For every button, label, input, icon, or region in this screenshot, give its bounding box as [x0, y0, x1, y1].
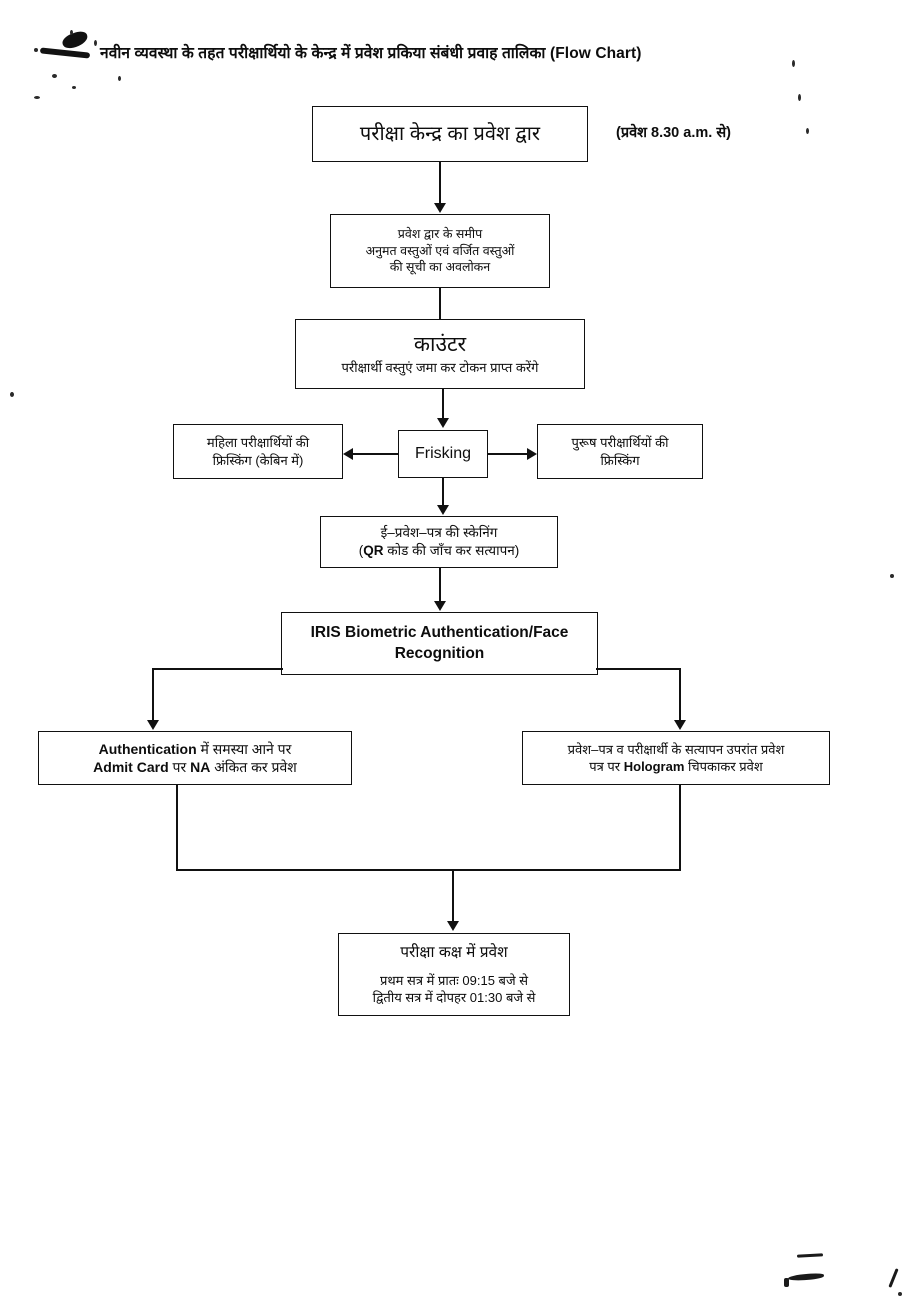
entry-time-note: (प्रवेश 8.30 a.m. से)	[616, 125, 731, 141]
node-verification-success[interactable]: प्रवेश–पत्र व परीक्षार्थी के सत्यापन उपर…	[522, 731, 830, 785]
frisking-label: Frisking	[414, 445, 471, 463]
success-line-1: प्रवेश–पत्र व परीक्षार्थी के सत्यापन उपर…	[567, 741, 785, 757]
connector-frisking-to-female	[353, 453, 398, 455]
arrow-biometric-to-success	[674, 720, 686, 730]
connector-checklist-to-counter	[439, 288, 441, 320]
failure-bold-admit-card: Admit Card	[93, 759, 169, 775]
pen-mark-dash	[796, 1253, 824, 1258]
scan-artifact-speck-1	[34, 48, 38, 52]
connector-frisking-to-scanning	[442, 478, 444, 506]
exam-hall-heading: परीक्षा कक्ष में प्रवेश	[400, 943, 508, 961]
node-authentication-failure[interactable]: Authentication में समस्या आने पर Admit C…	[38, 731, 352, 785]
arrow-counter-to-frisking	[437, 418, 449, 428]
scanning-line-2-rest: कोड की जाँच कर सत्यापन)	[383, 543, 520, 558]
scan-artifact-smear	[39, 47, 91, 59]
scan-artifact-speck-right-2	[798, 94, 801, 101]
connector-success-merge-drop	[679, 785, 681, 871]
connector-failure-merge-drop	[176, 785, 178, 871]
failure-line-1: Authentication में समस्या आने पर	[99, 740, 292, 758]
success-bold-hologram: Hologram	[623, 759, 685, 774]
arrow-entry-to-checklist	[434, 203, 446, 213]
connector-scanning-to-biometric	[439, 568, 441, 602]
failure-bold-authentication: Authentication	[98, 740, 197, 757]
arrow-frisking-to-male	[527, 448, 537, 460]
failure-line-2: Admit Card पर NA अंकित कर प्रवेश	[93, 758, 297, 776]
node-frisking[interactable]: Frisking	[398, 430, 488, 478]
node-item-checklist[interactable]: प्रवेश द्वार के समीप अनुमत वस्तुओं एवं व…	[330, 214, 550, 288]
scan-artifact-speck-left-mid	[10, 392, 14, 397]
connector-merge-to-exam-hall	[452, 869, 454, 923]
checklist-line-1: प्रवेश द्वार के समीप	[397, 227, 483, 242]
scanning-line-2: (QR कोड की जाँच कर सत्यापन)	[359, 542, 519, 560]
scan-artifact-speck-5	[34, 96, 40, 99]
node-entry-gate-label: परीक्षा केन्द्र का प्रवेश द्वार	[359, 122, 541, 145]
scanning-qr-bold: QR	[363, 543, 384, 558]
scan-artifact-speck-2	[70, 30, 73, 35]
failure-line-2-rest: अंकित कर प्रवेश	[210, 759, 297, 775]
page-title: नवीन व्यवस्था के तहत परीक्षार्थियो के के…	[100, 44, 800, 63]
connector-counter-to-frisking	[442, 389, 444, 419]
male-frisking-line-2: फ्रिस्किंग	[600, 452, 640, 468]
success-line-2-pre: पत्र पर	[589, 759, 624, 774]
failure-line-2-mid: पर	[168, 759, 191, 775]
arrow-scanning-to-biometric	[434, 601, 446, 611]
node-counter[interactable]: काउंटर परीक्षार्थी वस्तुएं जमा कर टोकन प…	[295, 319, 585, 389]
pen-mark-hook	[784, 1278, 789, 1287]
biometric-line-1: IRIS Biometric Authentication/Face	[310, 624, 569, 642]
pen-mark-curve	[787, 1272, 825, 1282]
scanning-paren-open: (	[358, 543, 364, 558]
node-eadmit-scanning[interactable]: ई–प्रवेश–पत्र की स्केनिंग (QR कोड की जाँ…	[320, 516, 558, 568]
success-line-2-post: चिपकाकर प्रवेश	[684, 759, 763, 774]
node-entry-gate[interactable]: परीक्षा केन्द्र का प्रवेश द्वार	[312, 106, 588, 162]
scan-artifact-speck-3	[52, 74, 57, 78]
failure-bold-na: NA	[190, 759, 211, 775]
connector-biometric-left-drop	[152, 668, 154, 722]
node-female-frisking[interactable]: महिला परीक्षार्थियों की फ्रिस्किंग (केबि…	[173, 424, 343, 479]
biometric-line-2: Recognition	[394, 644, 485, 662]
scan-artifact-speck-6	[94, 40, 97, 46]
male-frisking-line-1: पुरूष परीक्षार्थियों की	[571, 435, 669, 451]
exam-hall-line-1: प्रथम सत्र में प्रातः 09:15 बजे से	[379, 973, 529, 989]
checklist-line-2: अनुमत वस्तुओं एवं वर्जित वस्तुओं	[365, 243, 515, 258]
scan-artifact-blot	[60, 29, 90, 51]
connector-entry-to-checklist	[439, 162, 441, 204]
pen-mark-dot	[898, 1292, 902, 1296]
node-male-frisking[interactable]: पुरूष परीक्षार्थियों की फ्रिस्किंग	[537, 424, 703, 479]
arrow-merge-to-exam-hall	[447, 921, 459, 931]
counter-heading: काउंटर	[413, 332, 467, 356]
node-exam-hall-entry[interactable]: परीक्षा कक्ष में प्रवेश प्रथम सत्र में प…	[338, 933, 570, 1016]
connector-frisking-to-male	[488, 453, 527, 455]
scan-artifact-speck-7	[118, 76, 121, 81]
connector-biometric-right-stub	[596, 668, 681, 670]
page-title-latin: (Flow Chart)	[549, 45, 642, 62]
failure-line-1-rest: में समस्या आने पर	[196, 740, 292, 757]
pen-mark-slash	[888, 1268, 899, 1288]
arrow-frisking-to-female	[343, 448, 353, 460]
checklist-line-3: की सूची का अवलोकन	[389, 260, 491, 275]
arrow-frisking-to-scanning	[437, 505, 449, 515]
scan-artifact-speck-right-3	[806, 128, 809, 134]
scanning-line-1: ई–प्रवेश–पत्र की स्केनिंग	[380, 525, 498, 541]
arrow-biometric-to-failure	[147, 720, 159, 730]
success-line-2: पत्र पर Hologram चिपकाकर प्रवेश	[589, 758, 763, 775]
female-frisking-line-2: फ्रिस्किंग (केबिन में)	[212, 452, 304, 468]
connector-biometric-left-stub	[152, 668, 283, 670]
scan-artifact-speck-4	[72, 86, 76, 89]
page-title-text: नवीन व्यवस्था के तहत परीक्षार्थियो के के…	[100, 45, 550, 62]
exam-hall-line-2: द्वितीय सत्र में दोपहर 01:30 बजे से	[372, 990, 536, 1006]
node-biometric-authentication[interactable]: IRIS Biometric Authentication/Face Recog…	[281, 612, 598, 675]
counter-line-1: परीक्षार्थी वस्तुएं जमा कर टोकन प्राप्त …	[341, 360, 539, 376]
scan-artifact-speck-right-mid	[890, 574, 894, 578]
female-frisking-line-1: महिला परीक्षार्थियों की	[206, 435, 310, 451]
connector-merge-bar	[176, 869, 681, 871]
connector-biometric-right-drop	[679, 668, 681, 722]
